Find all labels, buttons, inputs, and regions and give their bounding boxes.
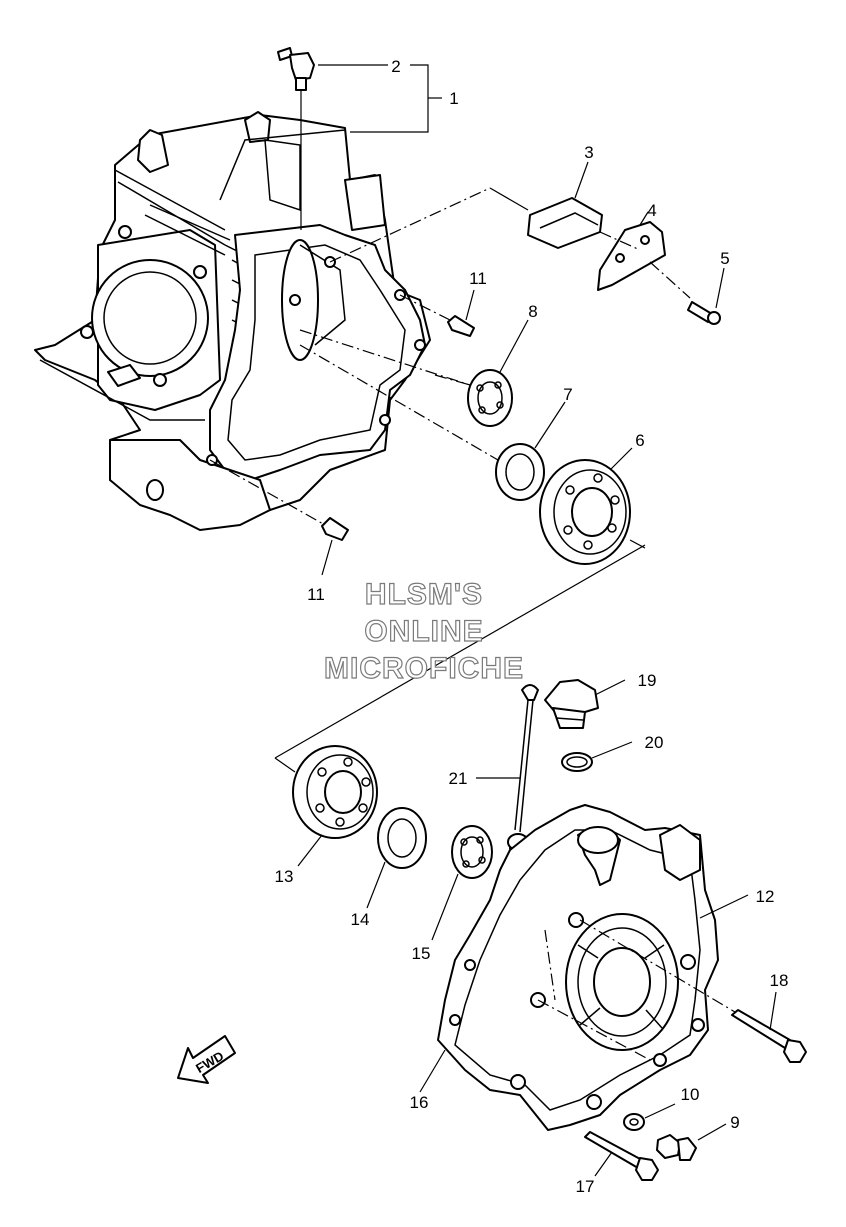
part-11-dowel-upper[interactable]: [447, 289, 475, 337]
callout-20: 20: [645, 733, 664, 752]
part-4-plate[interactable]: [597, 211, 666, 291]
part-19-filler-cap[interactable]: [544, 679, 626, 729]
part-18-bolt[interactable]: [731, 991, 807, 1063]
callout-1: 1: [449, 89, 458, 108]
part-10-washer[interactable]: [623, 1103, 676, 1131]
callout-11-upper: 11: [469, 269, 487, 288]
watermark-line-3: MICROFICHE: [324, 652, 524, 685]
watermark-line-2: ONLINE: [364, 615, 483, 648]
part-17-bolt[interactable]: [584, 1131, 659, 1181]
callout-14: 14: [351, 910, 370, 929]
part-11-dowel-lower[interactable]: [321, 517, 349, 576]
part-9-drain-bolt[interactable]: [656, 1123, 727, 1161]
callout-16: 16: [410, 1093, 429, 1112]
part-20-o-ring[interactable]: [561, 741, 633, 772]
callout-21: 21: [449, 769, 468, 788]
callout-8: 8: [528, 302, 537, 321]
callout-9: 9: [730, 1113, 739, 1132]
callout-5: 5: [720, 249, 729, 268]
callout-15: 15: [412, 944, 431, 963]
fwd-arrow-icon: FWD: [177, 1035, 236, 1084]
callout-10: 10: [681, 1085, 700, 1104]
phantom-lines-lower: [537, 919, 736, 1061]
part-5-screw[interactable]: [687, 267, 725, 325]
callout-18: 18: [770, 971, 789, 990]
part-7-seal[interactable]: [495, 401, 566, 501]
callout-13: 13: [275, 867, 294, 886]
callout-19: 19: [638, 671, 657, 690]
callout-labels: 2 1 3 4 5 11 8 7 6 11 19 20 21 13 12 14 …: [275, 57, 789, 1196]
callout-6: 6: [635, 431, 644, 450]
part-15-bearing[interactable]: [431, 825, 493, 941]
phantom-lines: [209, 187, 691, 773]
part-14-seal[interactable]: [366, 807, 427, 909]
callout-3: 3: [584, 143, 593, 162]
part-2-nipple[interactable]: [277, 47, 442, 230]
watermark: HLSM'S ONLINE MICROFICHE: [323, 577, 524, 685]
watermark-line-1: HLSM'S: [365, 578, 483, 611]
part-6-bearing[interactable]: [539, 447, 633, 565]
callout-12: 12: [756, 887, 775, 906]
callout-2: 2: [391, 57, 400, 76]
callout-17: 17: [576, 1177, 595, 1196]
crankcase-left[interactable]: [34, 111, 431, 531]
part-12-crankcase-cover[interactable]: [419, 804, 749, 1131]
part-13-bearing[interactable]: [292, 745, 378, 867]
callout-4: 4: [647, 201, 656, 220]
part-8-bearing[interactable]: [467, 319, 529, 427]
callout-11-lower: 11: [307, 585, 325, 604]
part-3-plate[interactable]: [527, 161, 603, 249]
callout-7: 7: [563, 385, 572, 404]
